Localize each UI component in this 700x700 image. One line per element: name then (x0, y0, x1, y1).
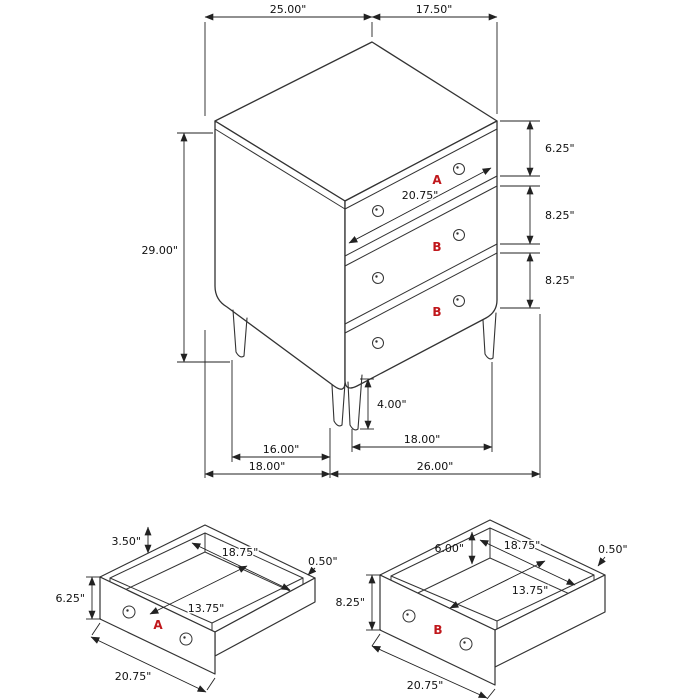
leader-b-wall-thickness (597, 556, 606, 567)
knob-b1-left (372, 272, 384, 284)
label-drawer-b1-height: 8.25" (545, 209, 575, 222)
cabinet-leg-left (232, 309, 248, 358)
knob-b2-left (372, 337, 384, 349)
leader-a-wall-thickness (307, 566, 317, 576)
dim-a-front-width (90, 636, 207, 693)
label-b-interior-width: 18.75" (504, 539, 541, 552)
label-b-side-height: 6.00" (434, 542, 464, 555)
label-b-front-width: 20.75" (407, 679, 444, 692)
dim-b-front-width (371, 645, 488, 699)
cabinet-leg-front (347, 374, 363, 431)
label-a-front-height: 6.25" (55, 592, 85, 605)
dim-b-interior-depth (449, 560, 546, 609)
drawer-b2-label: B (432, 305, 441, 319)
label-overall-height: 29.00" (141, 244, 178, 257)
dim-a-interior-depth (149, 565, 248, 615)
label-drawer-a-height: 6.25" (545, 142, 575, 155)
main-extension-lines (177, 22, 541, 478)
label-top-depth: 17.50" (416, 3, 453, 16)
cabinet-leg-back (331, 382, 346, 427)
drawer-b-detail-art (379, 519, 606, 686)
label-base-width: 26.00" (417, 460, 454, 473)
drawer-b-knob-right (459, 637, 473, 651)
knob-a-left (372, 205, 384, 217)
main-dimension-lines (180, 13, 541, 478)
label-a-interior-width: 18.75" (222, 546, 259, 559)
label-top-width: 25.00" (270, 3, 307, 16)
drawer-a-detail-letter: A (153, 618, 163, 632)
knob-b2-right (453, 295, 465, 307)
label-a-side-height: 3.50" (111, 535, 141, 548)
label-b-wall-thickness: 0.50" (598, 543, 628, 556)
label-drawer-width: 20.75" (402, 189, 439, 202)
drawer-a-knob-left (122, 605, 136, 619)
drawer-b-detail-dims (366, 531, 606, 700)
label-a-wall-thickness: 0.50" (308, 555, 338, 568)
drawer-a-detail-labels: 3.50" 18.75" 0.50" 13.75" 6.25" 20.75" A (55, 535, 337, 683)
dim-line-drawer-width (348, 167, 492, 244)
label-b-front-height: 8.25" (335, 596, 365, 609)
drawer-b-knob-left (402, 609, 416, 623)
label-a-interior-depth: 13.75" (188, 602, 225, 615)
drawer-a-label: A (432, 173, 442, 187)
drawer-a-detail-dims (86, 526, 317, 693)
knob-b1-right (453, 229, 465, 241)
label-leg-height: 4.00" (377, 398, 407, 411)
main-dimension-labels: 25.00" 17.50" 29.00" 6.25" 8.25" 8.25" 2… (141, 3, 574, 473)
drawer-b1-label: B (432, 240, 441, 254)
label-leg-spacing-side: 16.00" (263, 443, 300, 456)
drawer-b-detail-letter: B (433, 623, 442, 637)
drawer-b-detail-labels: 6.00" 18.75" 0.50" 13.75" 8.25" 20.75" B (335, 538, 628, 693)
knob-a-right (453, 163, 465, 175)
label-leg-spacing-front: 18.00" (404, 433, 441, 446)
cabinet-leg-right (482, 312, 497, 360)
drawer-a-knob-right (179, 632, 193, 646)
cabinet-isometric (214, 41, 498, 431)
label-a-front-width: 20.75" (115, 670, 152, 683)
label-b-interior-depth: 13.75" (512, 584, 549, 597)
cabinet-top-thickness-line (214, 128, 498, 210)
label-drawer-b2-height: 8.25" (545, 274, 575, 287)
label-base-depth: 18.00" (249, 460, 286, 473)
